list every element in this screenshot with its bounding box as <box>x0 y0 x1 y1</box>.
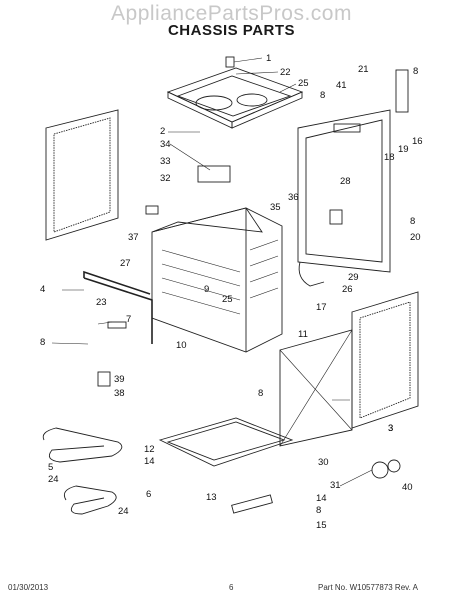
callout-label: 3 <box>388 423 393 434</box>
callout-label: 24 <box>48 474 59 485</box>
callout-label: 41 <box>336 80 347 91</box>
footer-page: 6 <box>229 583 234 592</box>
callout-label: 20 <box>410 232 421 243</box>
callout-label: 24 <box>118 506 129 517</box>
diagram-title: CHASSIS PARTS <box>167 22 296 39</box>
callout-label: 15 <box>316 520 327 531</box>
callout-label: 4 <box>40 284 45 295</box>
callout-label: 35 <box>270 202 281 213</box>
callout-label: 8 <box>320 90 325 101</box>
callout-label: 2 <box>160 126 165 137</box>
callout-label: 8 <box>413 66 418 77</box>
callout-label: 28 <box>340 176 351 187</box>
callout-label: 10 <box>176 340 187 351</box>
top-cap <box>225 56 235 68</box>
callout-label: 17 <box>316 302 327 313</box>
callout-label: 23 <box>96 297 107 308</box>
callout-label: 29 <box>348 272 359 283</box>
callout-label: 38 <box>114 388 125 399</box>
back-panel <box>297 109 391 273</box>
callout-label: 8 <box>316 505 321 516</box>
left-side-panel <box>45 109 119 241</box>
callout-label: 31 <box>330 480 341 491</box>
callout-label: 25 <box>298 78 309 89</box>
callout-label: 33 <box>160 156 171 167</box>
callout-label: 14 <box>144 456 155 467</box>
callout-label: 9 <box>204 284 209 295</box>
callout-label: 1 <box>266 53 271 64</box>
broil-element <box>63 485 117 515</box>
callout-label: 16 <box>412 136 423 147</box>
callout-label: 6 <box>146 489 151 500</box>
callout-label: 32 <box>160 173 171 184</box>
watermark: AppliancePartsPros.com <box>111 2 352 25</box>
bottom-tray <box>158 417 294 467</box>
callout-label: 13 <box>206 492 217 503</box>
callout-label: 37 <box>128 232 139 243</box>
callout-label: 40 <box>402 482 413 493</box>
callout-label: 8 <box>410 216 415 227</box>
callout-label: 25 <box>222 294 233 305</box>
callout-label: 7 <box>126 314 131 325</box>
callout-label: 3 <box>388 423 393 434</box>
callout-label: 30 <box>318 457 329 468</box>
callout-label: 27 <box>120 258 131 269</box>
footer-part-number: Part No. W10577873 Rev. A <box>318 583 418 592</box>
callout-label: 8 <box>40 337 45 348</box>
callout-label: 12 <box>144 444 155 455</box>
callout-label: 8 <box>258 388 263 399</box>
callout-label: 34 <box>160 139 171 150</box>
oven-cavity <box>151 207 283 353</box>
door-gasket <box>83 270 153 344</box>
callout-label: 26 <box>342 284 353 295</box>
callout-label: 5 <box>48 462 53 473</box>
callout-label: 11 <box>298 329 308 340</box>
callout-label: 36 <box>288 192 299 203</box>
callout-label: 22 <box>280 67 291 78</box>
callout-label: 19 <box>398 144 409 155</box>
callout-label: 14 <box>316 493 327 504</box>
bake-element <box>42 427 123 463</box>
callout-label: 39 <box>114 374 125 385</box>
callout-label: 18 <box>384 152 395 163</box>
footer-date: 01/30/2013 <box>8 583 49 592</box>
callout-label: 21 <box>358 64 369 75</box>
